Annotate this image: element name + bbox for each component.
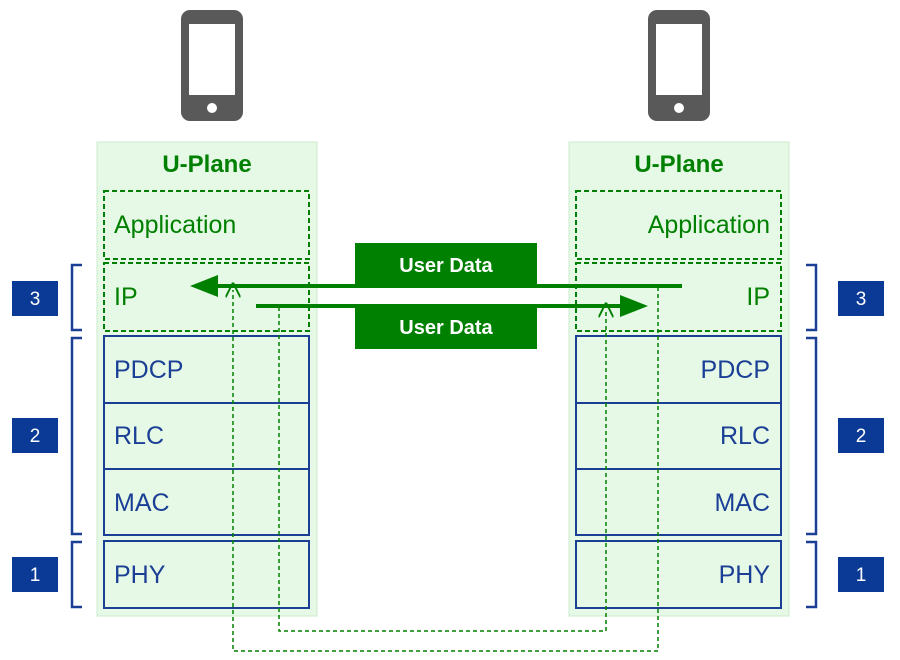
right-ip-label: IP	[746, 283, 770, 311]
left-panel-title: U-Plane	[162, 151, 251, 178]
left-bracket-layer2	[70, 336, 82, 536]
right-layer2-badge	[838, 418, 884, 453]
left-layer3-badge	[12, 281, 58, 316]
left-application-label: Application	[114, 211, 236, 239]
left-phy-label: PHY	[114, 561, 166, 589]
user-data-top-box	[355, 243, 537, 287]
user-data-bottom-label: User Data	[399, 317, 493, 339]
left-rlc-label: RLC	[114, 422, 164, 450]
left-layer2-number: 2	[30, 426, 41, 447]
right-layer3-badge	[838, 281, 884, 316]
left-pdcp-label: PDCP	[114, 356, 183, 384]
right-application-box	[575, 190, 782, 260]
dashed-path-left-to-right	[278, 307, 606, 632]
left-ip-label: IP	[114, 283, 138, 311]
left-layer1-badge	[12, 557, 58, 592]
right-mac-box	[575, 468, 782, 536]
right-ip-box	[575, 262, 782, 332]
right-pdcp-label: PDCP	[701, 356, 770, 384]
user-data-top-label: User Data	[399, 255, 493, 277]
arrow-right-to-left	[190, 275, 682, 297]
right-rlc-label: RLC	[720, 422, 770, 450]
left-phy-box	[103, 540, 310, 609]
left-application-box	[103, 190, 310, 260]
right-application-label: Application	[648, 211, 770, 239]
right-layer2-number: 2	[856, 426, 867, 447]
phone-icon	[181, 10, 243, 121]
left-layer2-badge	[12, 418, 58, 453]
right-bracket-layer3	[806, 263, 818, 332]
left-bracket-layer3	[70, 263, 82, 332]
right-bracket-layer1	[806, 540, 818, 609]
phone-icon	[648, 10, 710, 121]
left-bracket-layer1	[70, 540, 82, 609]
user-data-bottom-box	[355, 305, 537, 349]
right-layer3-number: 3	[856, 289, 867, 310]
right-layer1-badge	[838, 557, 884, 592]
right-mac-label: MAC	[714, 489, 770, 517]
arrow-left-to-right	[256, 295, 648, 317]
right-phy-box	[575, 540, 782, 609]
left-layer1-number: 1	[30, 565, 41, 586]
right-phy-label: PHY	[719, 561, 771, 589]
left-u-plane-panel	[96, 141, 318, 617]
left-mac-label: MAC	[114, 489, 170, 517]
left-mac-box	[103, 468, 310, 536]
left-ip-box	[103, 262, 310, 332]
dashed-path-right-to-left	[233, 287, 659, 652]
right-bracket-layer2	[806, 336, 818, 536]
right-panel-title: U-Plane	[634, 151, 723, 178]
right-layer1-number: 1	[856, 565, 867, 586]
left-layer3-number: 3	[30, 289, 41, 310]
